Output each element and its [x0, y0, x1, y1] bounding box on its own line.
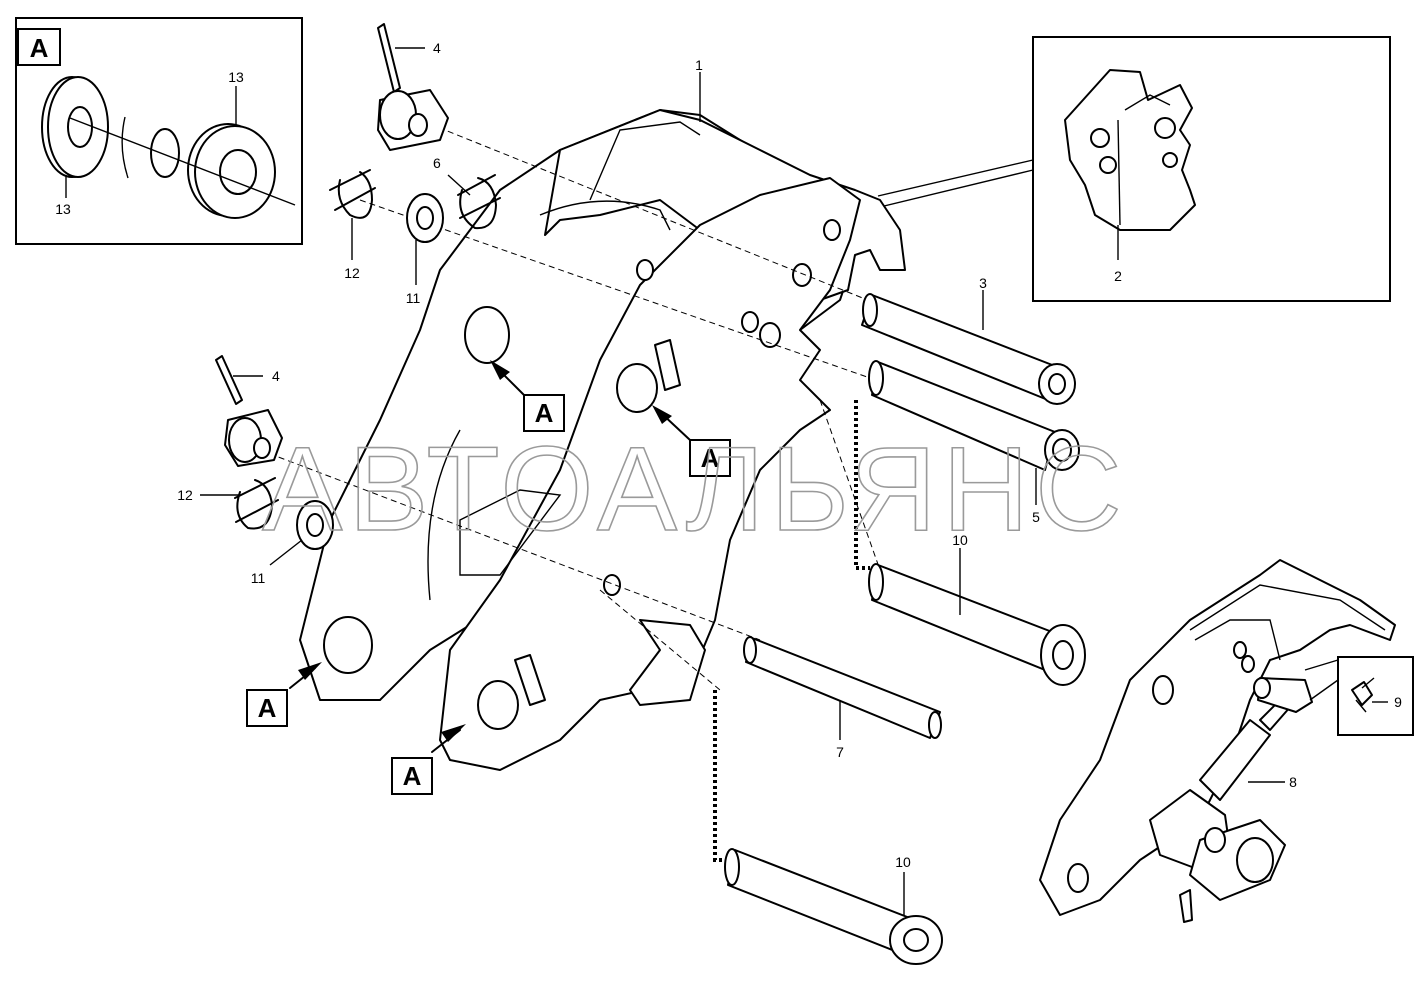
cylinder-body [1199, 719, 1271, 801]
callout-12-lower: 12 [177, 487, 193, 503]
section-tag-a-1: A [490, 360, 565, 432]
circlip-12-lower [234, 477, 279, 530]
circlip-6 [457, 174, 501, 230]
detail-2-pointer-bottom [879, 169, 1034, 208]
detail-9-pointer-bottom [1309, 679, 1339, 701]
callout-12-upper: 12 [344, 265, 360, 281]
main-frame-1 [299, 109, 906, 771]
washer-13-left [41, 76, 109, 178]
detail-9-box [1337, 656, 1414, 736]
detail-2-pointer-top [877, 159, 1034, 197]
washer-11-lower [296, 500, 334, 550]
washer-13-right [187, 123, 276, 219]
ring-arc-left [121, 116, 129, 179]
detail-view-2: 2 [1032, 36, 1391, 302]
leader-11-lower [269, 539, 303, 566]
section-tag-a-3: A [246, 662, 322, 727]
circlip-12-upper [329, 169, 376, 219]
pin-3 [861, 293, 1076, 405]
callout-11-lower: 11 [251, 570, 266, 586]
detail-view-a: A 13 13 [15, 17, 303, 245]
callout-8: 8 [1289, 774, 1297, 790]
detail-tag-label: A [30, 33, 49, 63]
hole-rear-bottom [323, 616, 373, 674]
callout-3: 3 [979, 275, 987, 291]
detail-axis [69, 117, 296, 206]
detail-tag-box [17, 28, 61, 66]
watermark: АВТОАЛЬЯНС [262, 422, 1127, 556]
washer-11-upper [406, 193, 444, 243]
spacer-ring [150, 128, 180, 178]
pin-10-upper [868, 563, 1086, 686]
bracket-part-2 [1064, 69, 1196, 231]
collar-4-lower [215, 355, 283, 467]
leader-6 [447, 174, 471, 196]
callout-10-upper: 10 [952, 532, 968, 548]
section-tag-a-2: A [652, 405, 731, 477]
svg-text:A: A [535, 398, 554, 428]
callout-7: 7 [836, 744, 844, 760]
leader-10-upper [854, 400, 870, 570]
section-tag-a-4: A [391, 724, 466, 795]
callout-11-upper: 11 [406, 290, 421, 306]
leader-10-lower [713, 690, 728, 862]
pin-7 [743, 636, 942, 739]
svg-text:A: A [258, 693, 277, 723]
callout-6: 6 [433, 155, 441, 171]
hole-front-bottom [477, 680, 519, 730]
callout-13-left: 13 [55, 201, 71, 217]
callout-10-lower: 10 [895, 854, 911, 870]
cylinder-assembly [1039, 559, 1414, 923]
assembly-lines [259, 119, 881, 862]
callout-4-upper: 4 [433, 40, 441, 56]
callout-4-lower: 4 [272, 368, 280, 384]
collar-4-upper [377, 23, 449, 151]
detail-9-pointer-top [1304, 659, 1339, 671]
hole-rear-top [464, 306, 510, 364]
callout-9: 9 [1394, 694, 1402, 710]
callout-5: 5 [1032, 509, 1040, 525]
callout-13-right: 13 [228, 69, 244, 85]
callout-1: 1 [695, 57, 703, 73]
pin-10-lower [724, 848, 943, 965]
callout-2: 2 [1114, 268, 1122, 284]
pin-5 [868, 360, 1080, 471]
svg-text:A: A [701, 443, 720, 473]
svg-text:A: A [403, 761, 422, 791]
hole-front-mid [616, 363, 658, 413]
grease-nipple-9 [1351, 681, 1373, 706]
